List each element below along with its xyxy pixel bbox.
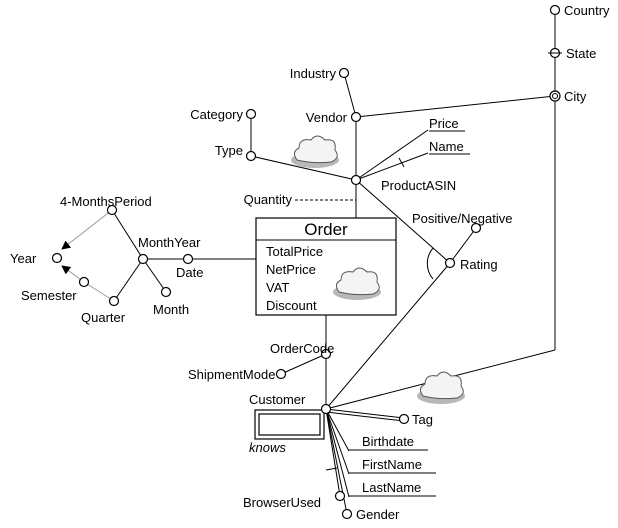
node-shipment <box>275 368 287 380</box>
node-city <box>549 90 561 102</box>
label-city: City <box>564 89 587 104</box>
label-customer: Customer <box>249 392 306 407</box>
rating-multiple-arc <box>426 247 434 280</box>
edge-rating-polarity <box>449 227 477 264</box>
node-4months <box>106 204 118 216</box>
label-type: Type <box>215 143 243 158</box>
label-browser: BrowserUsed <box>243 495 321 510</box>
node-country <box>549 4 561 16</box>
node-quarter <box>108 295 120 307</box>
node-monthyear <box>137 253 149 265</box>
edge-product-name <box>355 152 429 181</box>
node-polarity <box>470 222 482 234</box>
edge-customer-browser <box>325 408 341 497</box>
node-year <box>51 252 63 264</box>
label-productasin: ProductASIN <box>381 178 456 193</box>
edge-product-price <box>355 129 429 181</box>
label-ordercode: OrderCode <box>270 341 334 356</box>
label-state: State <box>566 46 596 61</box>
edge-rating-customer <box>325 262 451 410</box>
label-category: Category <box>190 107 243 122</box>
nodes <box>51 4 562 520</box>
label-industry: Industry <box>290 66 337 81</box>
edge-monthyear-4months <box>111 209 144 260</box>
label-4months: 4-MonthsPeriod <box>60 194 152 209</box>
labels: Country State City Industry Vendor Categ… <box>10 3 610 522</box>
edge-4months-year <box>61 209 113 250</box>
label-month: Month <box>153 302 189 317</box>
label-firstname: FirstName <box>362 457 422 472</box>
cloud-icon <box>333 267 381 300</box>
label-vendor: Vendor <box>306 110 348 125</box>
edge-name-optional-tick <box>398 157 405 168</box>
cloud-icon <box>417 371 465 404</box>
label-gender: Gender <box>356 507 400 522</box>
label-semester: Semester <box>21 288 77 303</box>
edge-customer-tag-a <box>325 408 405 419</box>
node-date <box>182 253 194 265</box>
edge-vendor-industry <box>343 72 357 118</box>
measure-discount: Discount <box>266 298 317 313</box>
edge-product-rating <box>355 179 451 264</box>
label-year: Year <box>10 251 37 266</box>
edge-monthyear-quarter <box>113 258 144 302</box>
measure-vat: VAT <box>266 280 289 295</box>
node-browser <box>334 490 346 502</box>
measure-totalprice: TotalPrice <box>266 244 323 259</box>
node-semester <box>78 276 90 288</box>
edge-quarter-semester <box>83 281 115 302</box>
label-quarter: Quarter <box>81 310 126 325</box>
edge-customer-tag-b <box>325 411 405 422</box>
fact-box <box>255 217 397 316</box>
node-gender <box>341 508 353 520</box>
edge-customer-firstname <box>325 408 350 475</box>
node-month <box>160 286 172 298</box>
edge-vendor-city <box>355 95 556 118</box>
label-tag: Tag <box>412 412 433 427</box>
edge-browser-optional-tick <box>325 467 338 471</box>
node-category <box>245 108 257 120</box>
edge-ordercode-shipment <box>280 353 327 375</box>
edge-monthyear-month <box>142 258 167 293</box>
label-date: Date <box>176 265 203 280</box>
label-rating: Rating <box>460 257 498 272</box>
node-ordercode <box>320 348 332 360</box>
label-birthdate: Birthdate <box>362 434 414 449</box>
cloud-icon <box>291 135 339 168</box>
label-quantity: Quantity <box>244 192 293 207</box>
node-customer <box>320 403 332 415</box>
label-lastname: LastName <box>362 480 421 495</box>
knows-recursive-box: knows <box>249 409 325 455</box>
label-country: Country <box>564 3 610 18</box>
fact-name: Order <box>304 220 348 239</box>
measure-netprice: NetPrice <box>266 262 316 277</box>
node-city-inner <box>552 93 558 99</box>
edge-customer-birthdate <box>325 408 350 452</box>
node-type <box>245 150 257 162</box>
node-productasin <box>350 174 362 186</box>
node-industry <box>338 67 350 79</box>
edge-customer-lastname <box>325 408 350 498</box>
label-price: Price <box>429 116 459 131</box>
label-monthyear: MonthYear <box>138 235 201 250</box>
label-name: Name <box>429 139 464 154</box>
node-rating <box>444 257 456 269</box>
fact-order: Order TotalPrice NetPrice VAT Discount <box>255 217 397 316</box>
knows-label: knows <box>249 440 286 455</box>
label-polarity: Positive/Negative <box>412 211 512 226</box>
node-vendor <box>350 111 362 123</box>
edge-product-type <box>250 155 357 181</box>
node-tag <box>398 413 410 425</box>
label-shipment: ShipmentMode <box>188 367 275 382</box>
